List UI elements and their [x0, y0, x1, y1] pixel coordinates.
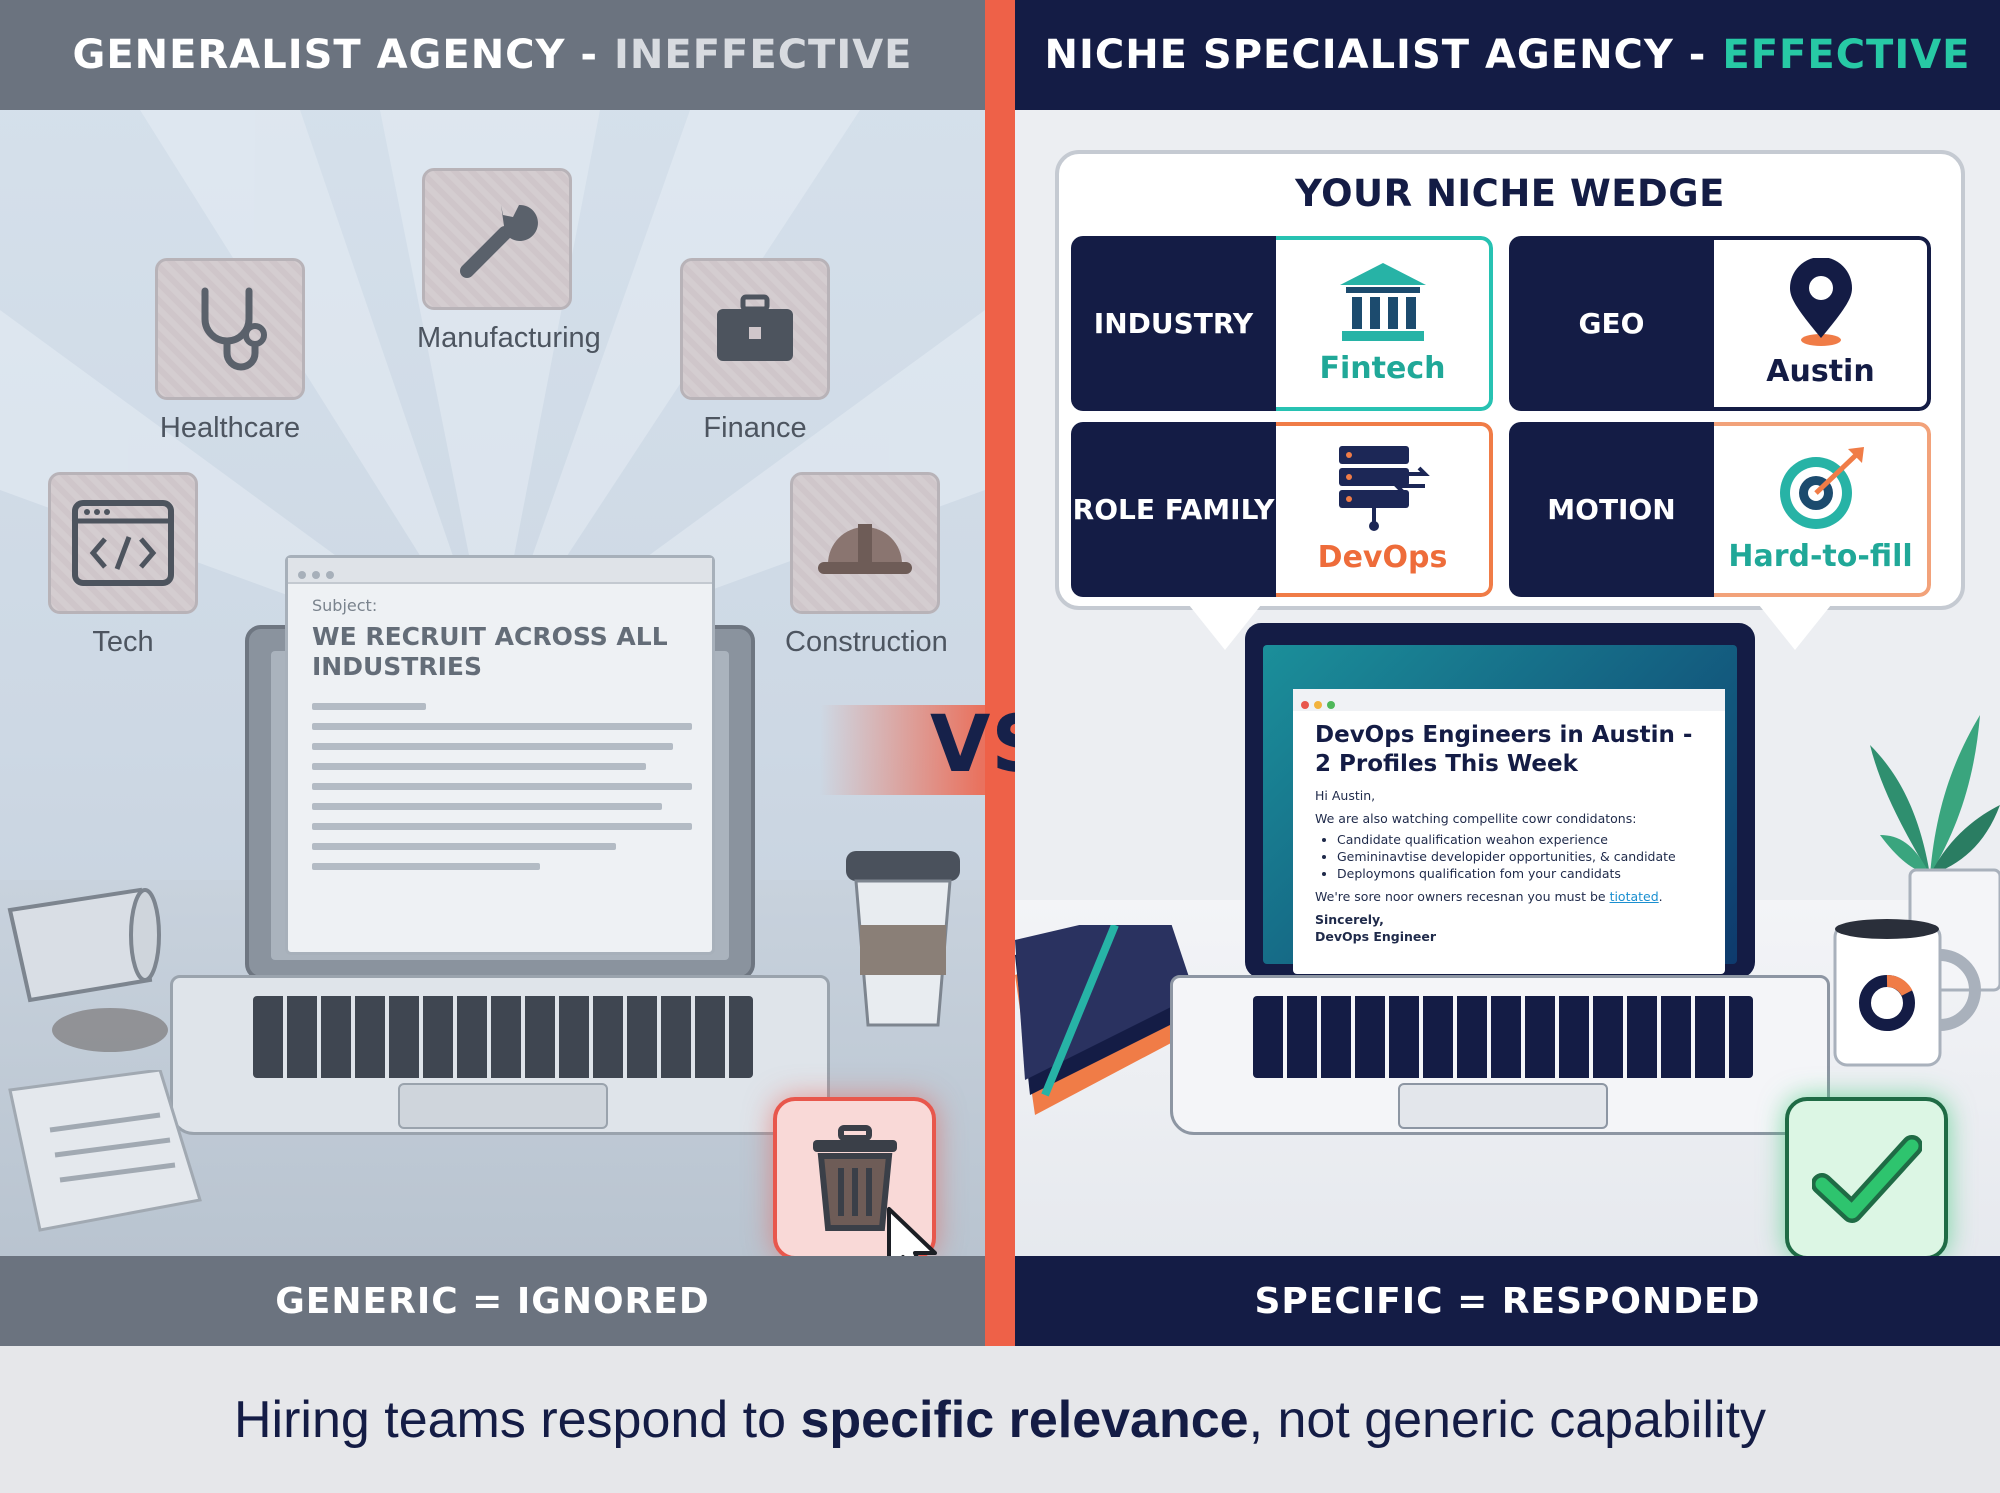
tagline-emphasis: specific relevance: [800, 1390, 1249, 1449]
email-subject-label: Subject:: [312, 596, 378, 615]
effective-label: EFFECTIVE: [1722, 32, 1971, 78]
email-closing: We're sore noor owners recesnan you must…: [1315, 889, 1606, 904]
email-link[interactable]: tiotated: [1609, 889, 1659, 904]
generic-email: Subject: WE RECRUIT ACROSS ALL INDUSTRIE…: [285, 555, 715, 955]
spilled-cup-icon: [7, 887, 168, 1052]
tagline: Hiring teams respond to specific relevan…: [234, 1390, 1766, 1450]
industry-healthcare: Healthcare: [150, 258, 310, 445]
server-sync-icon: [1338, 446, 1430, 531]
specific-responded-label: SPECIFIC = RESPONDED: [1254, 1280, 1761, 1322]
checkmark-icon: [1811, 1134, 1922, 1223]
specialist-laptop-keyboard: [1170, 975, 1830, 1135]
specialist-laptop-screen: DevOps Engineers in Austin - 2 Profiles …: [1245, 623, 1755, 978]
email-greeting: Hi Austin,: [1315, 788, 1376, 803]
wedge-key: ROLE FAMILY: [1071, 422, 1276, 597]
generalist-laptop-keyboard: [170, 975, 830, 1135]
approve-button[interactable]: [1785, 1097, 1948, 1260]
coffee-cup-icon: [846, 851, 960, 1027]
email-intro: We are also watching compellite cowr con…: [1315, 811, 1637, 826]
wedge-value: Fintech: [1319, 351, 1446, 386]
target-icon: [1779, 447, 1864, 529]
targeted-email: DevOps Engineers in Austin - 2 Profiles …: [1293, 689, 1725, 974]
scattered-papers: [8, 1070, 202, 1232]
email-bullet: Gemininavtise developider opportunities,…: [1337, 848, 1715, 865]
generalist-panel: GENERALIST AGENCY - INEFFECTIVE Healthca…: [0, 0, 985, 1346]
email-title: DevOps Engineers in Austin - 2 Profiles …: [1315, 722, 1693, 777]
email-bullet: Deploymons qualification fom your candid…: [1337, 865, 1715, 882]
industry-label: Tech: [92, 626, 154, 658]
briefcase-icon: [680, 258, 830, 400]
email-body: Hi Austin, We are also watching compelli…: [1315, 787, 1715, 945]
center-divider: [985, 0, 1015, 1346]
industry-label: Manufacturing: [417, 322, 601, 354]
hard-hat-icon: [790, 472, 940, 614]
industry-label: Finance: [703, 412, 807, 444]
wedge-value: Austin: [1766, 354, 1875, 389]
mug-icon: [1833, 919, 1981, 1067]
trash-button[interactable]: [773, 1097, 936, 1260]
code-window-icon: [48, 472, 198, 614]
wedge-geo: GEO Austin: [1509, 236, 1931, 411]
generalist-header-title: GENERALIST AGENCY -: [72, 32, 599, 78]
email-signature: DevOps Engineer: [1315, 929, 1437, 944]
map-pin-icon: [1789, 258, 1852, 346]
wedge-key: MOTION: [1509, 422, 1714, 597]
generalist-header: GENERALIST AGENCY - INEFFECTIVE: [0, 0, 985, 110]
industry-construction: Construction: [785, 472, 948, 659]
wedge-value: DevOps: [1317, 540, 1448, 575]
wedge-motion: MOTION Hard-to-fill: [1509, 422, 1931, 597]
wedge-value: Hard-to-fill: [1728, 539, 1913, 574]
email-bullet: Candidate qualification weahon experienc…: [1337, 831, 1715, 848]
generic-ignored-label: GENERIC = IGNORED: [275, 1280, 710, 1322]
trackpad: [398, 1083, 608, 1129]
tagline-end: , not generic capability: [1248, 1390, 1766, 1449]
specialist-header: NICHE SPECIALIST AGENCY - EFFECTIVE: [1015, 0, 2000, 110]
ineffective-label: INEFFECTIVE: [614, 32, 913, 78]
trackpad: [1398, 1083, 1608, 1129]
wedge-key: INDUSTRY: [1071, 236, 1276, 411]
industry-manufacturing: Manufacturing: [417, 168, 601, 355]
industry-label: Construction: [785, 626, 948, 658]
stethoscope-icon: [155, 258, 305, 400]
tagline-start: Hiring teams respond to: [234, 1390, 801, 1449]
wrench-icon: [422, 168, 572, 310]
wedge-pointer: [1755, 600, 1835, 650]
email-title: WE RECRUIT ACROSS ALL INDUSTRIES: [312, 622, 668, 681]
notebook-stack-icon: [1015, 925, 1205, 1115]
industry-tech: Tech: [43, 472, 203, 659]
wedge-industry: INDUSTRY Fintech: [1071, 236, 1493, 411]
email-body-placeholder: [312, 703, 692, 883]
trash-icon: [812, 1124, 897, 1231]
niche-wedge-title: YOUR NICHE WEDGE: [1295, 172, 1725, 215]
generalist-footer: GENERIC = IGNORED: [0, 1256, 985, 1346]
industry-label: Healthcare: [159, 412, 301, 444]
specialist-panel: NICHE SPECIALIST AGENCY - EFFECTIVE YOUR…: [1015, 0, 2000, 1346]
wedge-role-family: ROLE FAMILY DevOps: [1071, 422, 1493, 597]
tagline-bar: Hiring teams respond to specific relevan…: [0, 1346, 2000, 1493]
industry-finance: Finance: [675, 258, 835, 445]
specialist-footer: SPECIFIC = RESPONDED: [1015, 1256, 2000, 1346]
niche-wedge-card: YOUR NICHE WEDGE INDUSTRY Fintech GEO: [1055, 150, 1965, 610]
email-signoff: Sincerely,: [1315, 912, 1384, 927]
specialist-header-title: NICHE SPECIALIST AGENCY -: [1044, 32, 1707, 78]
bank-icon: [1339, 263, 1426, 341]
wedge-key: GEO: [1509, 236, 1714, 411]
